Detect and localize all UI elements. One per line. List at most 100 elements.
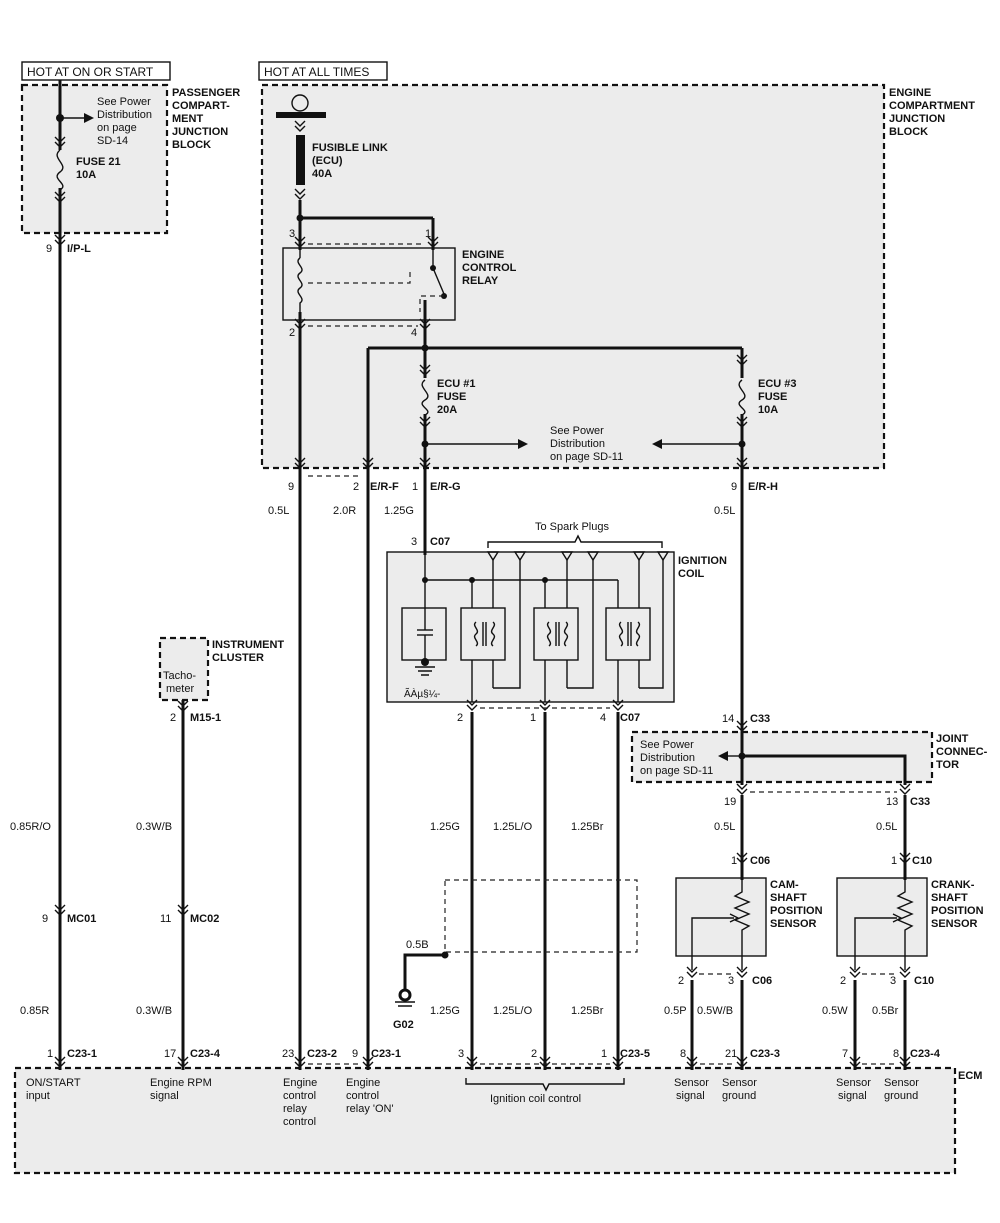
relay-pin-3: 3 xyxy=(289,228,295,240)
crank-bottom-connector: C10 xyxy=(914,975,934,987)
ecm-pin: 8 xyxy=(680,1048,686,1060)
wiper-arrow-icon xyxy=(892,913,903,923)
coil-pack-1 xyxy=(460,607,506,661)
cam-sensor-shade xyxy=(676,878,766,956)
ecm-conn: C23-2 xyxy=(307,1048,337,1060)
ecu1-fuse-label: ECU #1 FUSE 20A xyxy=(437,378,479,416)
ignition-control-brace xyxy=(465,1078,625,1092)
ecm-crank-ground: Sensor ground xyxy=(884,1077,922,1102)
mc01-connector: MC01 xyxy=(67,913,96,925)
jc-top-connector: C33 xyxy=(750,713,770,725)
mc02-pin: 11 xyxy=(160,913,171,925)
mc02-connector: MC02 xyxy=(190,913,219,925)
bus-bar xyxy=(276,112,326,118)
ecm-cam-ground: Sensor ground xyxy=(722,1077,760,1102)
cam-wire-05WB: 0.5W/B xyxy=(697,1005,733,1017)
wire-label-125G: 1.25G xyxy=(384,505,414,517)
engine-control-relay-box xyxy=(282,247,456,321)
ecm-relay-on: Engine control relay 'ON' xyxy=(346,1077,394,1115)
passenger-junction-block-shade xyxy=(22,85,167,233)
passenger-junction-block xyxy=(20,83,169,235)
crank-top-pin: 1 xyxy=(891,855,897,867)
hot-all-times-box xyxy=(258,61,388,81)
ground-icon xyxy=(415,666,435,676)
relay-name: ENGINE CONTROL RELAY xyxy=(462,249,519,287)
fusible-link-icon xyxy=(296,135,305,185)
eb-conn-erf: E/R-F xyxy=(370,481,399,493)
coil-wire-125G: 1.25G xyxy=(430,821,460,833)
coil-wire-125Br: 1.25Br xyxy=(571,821,604,833)
splice-dot xyxy=(421,658,429,666)
coil-top-pin: 3 xyxy=(411,536,417,548)
ip-l-connector: I/P-L xyxy=(67,243,91,255)
ecu1-fuse-icon xyxy=(421,379,429,416)
ground-icon xyxy=(395,1001,415,1007)
jc-pin-13: 13 xyxy=(886,796,898,808)
cam-top-pin: 1 xyxy=(731,855,737,867)
coil-pin-1: 1 xyxy=(530,712,536,724)
cam-wiper xyxy=(691,917,734,970)
arrow-right-icon xyxy=(518,439,528,449)
eb-pin-1: 1 xyxy=(412,481,418,493)
transformer-icons xyxy=(473,621,641,647)
to-spark-plugs: To Spark Plugs xyxy=(535,521,609,533)
crank-sensor-box xyxy=(836,877,928,957)
crank-resistor-icon xyxy=(896,880,914,970)
ecm-conn: C23-4 xyxy=(190,1048,221,1060)
ecm-ign-control: Ignition coil control xyxy=(490,1093,581,1105)
spark-plug-terminals xyxy=(486,551,670,562)
coil-wire-125LO: 1.25L/O xyxy=(493,821,533,833)
wire-label-05L-b: 0.5L xyxy=(714,505,735,517)
ecm-crank-signal: Sensor signal xyxy=(836,1077,874,1102)
passenger-see-power: See Power Distribution on page SD-14 xyxy=(97,96,155,147)
ecm-pin: 2 xyxy=(531,1048,537,1060)
ecm-pin: 7 xyxy=(842,1048,848,1060)
coil-secondary-returns xyxy=(492,608,664,689)
relay-switch-icon xyxy=(432,267,445,295)
ecu3-fuse-icon xyxy=(738,379,746,416)
fuse-21-icon xyxy=(56,149,64,191)
cam-sensor-box xyxy=(675,877,767,957)
ecm-pin: 1 xyxy=(47,1048,53,1060)
ecm-rpm: Engine RPM signal xyxy=(150,1077,215,1102)
engine-see-power: See Power Distribution on page SD-11 xyxy=(550,425,623,463)
engine-block-name: ENGINE COMPARTMENT JUNCTION BLOCK xyxy=(889,87,978,138)
crank-wire-05L: 0.5L xyxy=(876,821,897,833)
wire-label-05L: 0.5L xyxy=(268,505,289,517)
ecm-pin: 8 xyxy=(893,1048,899,1060)
ecm-pin: 3 xyxy=(458,1048,464,1060)
jc-see-power: See Power Distribution on page SD-11 xyxy=(640,739,713,777)
cam-sensor-name: CAM- SHAFT POSITION SENSOR xyxy=(770,879,826,930)
ecm-conn: C23-3 xyxy=(750,1048,780,1060)
eb-conn-erg: E/R-G xyxy=(430,481,461,493)
relay-pin-4: 4 xyxy=(411,327,417,339)
coil-top-connector: C07 xyxy=(430,536,450,548)
tachometer-label: Tacho- meter xyxy=(163,670,199,695)
fusible-link-label: FUSIBLE LINK (ECU) 40A xyxy=(312,142,391,180)
relay-pin-1: 1 xyxy=(425,228,431,240)
arrow-right-icon xyxy=(84,113,94,123)
eb-pin-9: 9 xyxy=(288,481,294,493)
relay-coupling xyxy=(308,268,411,284)
ecm-pin: 1 xyxy=(601,1048,607,1060)
cam-wire-05P: 0.5P xyxy=(664,1005,687,1017)
coil-garbled-label: ÃÀµ§¼- xyxy=(404,687,440,700)
shield-wire-label: 0.5B xyxy=(406,939,429,951)
ecm-on-start: ON/START input xyxy=(26,1077,83,1102)
ground-point-icon xyxy=(398,988,412,1002)
cam-top-connector: C06 xyxy=(750,855,770,867)
eb-pin-9b: 9 xyxy=(731,481,737,493)
shield-box xyxy=(444,879,638,953)
arrow-left-icon xyxy=(718,751,728,761)
ecm-pin: 9 xyxy=(352,1048,358,1060)
wire-03WB-b: 0.3W/B xyxy=(136,1005,172,1017)
ecm-pin: 17 xyxy=(164,1048,176,1060)
ecm-box xyxy=(13,1066,957,1175)
cam-wire-05L: 0.5L xyxy=(714,821,735,833)
wire-shield-ground xyxy=(403,953,445,990)
mc01-pin: 9 xyxy=(42,913,48,925)
engine-junction-block-shade xyxy=(262,85,884,468)
jc-bottom-connector: C33 xyxy=(910,796,930,808)
crank-sensor-shade xyxy=(837,878,927,956)
